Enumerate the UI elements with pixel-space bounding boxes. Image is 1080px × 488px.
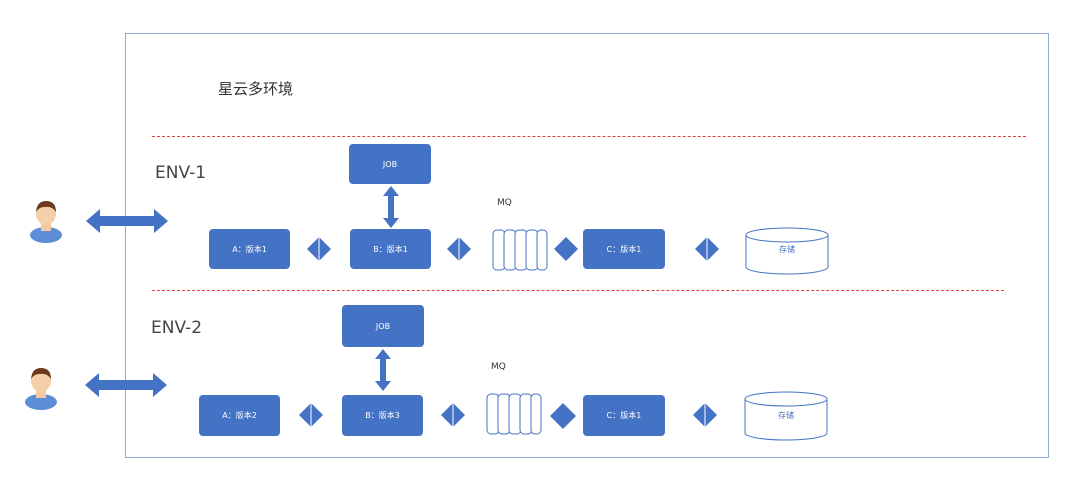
- user-icon: [25, 368, 57, 410]
- queue-icon: [492, 229, 548, 271]
- env-1-label: ENV-1: [155, 163, 207, 183]
- job-box: JOB: [342, 305, 424, 347]
- user-icon: [30, 201, 62, 243]
- diamond-connector-icon: [695, 237, 719, 261]
- diamond-connector-icon: [693, 403, 717, 427]
- vertical-double-arrow-icon: [375, 349, 391, 391]
- vertical-double-arrow-icon: [383, 186, 399, 228]
- environment-frame: [125, 33, 1049, 458]
- service-c-box: C：版本1: [583, 229, 665, 269]
- separator-env-2: [152, 290, 1004, 291]
- service-a-box: A：版本2: [199, 395, 280, 436]
- separator-env-1: [152, 136, 1026, 137]
- diagram-title: 星云多环境: [218, 80, 294, 98]
- service-a-box: A：版本1: [209, 229, 290, 269]
- diamond-connector-icon: [299, 403, 323, 427]
- diamond-connector-icon: [307, 237, 331, 261]
- storage-label: 存储: [779, 245, 795, 254]
- env-2-label: ENV-2: [151, 318, 203, 338]
- cylinder-icon: [745, 227, 829, 275]
- mq-label: MQ: [497, 198, 512, 208]
- service-c-box: C：版本1: [583, 395, 665, 436]
- job-box: JOB: [349, 144, 431, 184]
- double-arrow-icon: [86, 209, 168, 233]
- diamond-connector-icon: [447, 237, 471, 261]
- mq-label: MQ: [491, 362, 506, 372]
- diamond-connector-icon: [554, 237, 578, 261]
- double-arrow-icon: [85, 373, 167, 397]
- queue-icon: [486, 393, 542, 435]
- cylinder-icon: [744, 391, 828, 441]
- service-b-box: B：版本1: [350, 229, 431, 269]
- diamond-connector-icon: [441, 403, 465, 427]
- diamond-connector-icon: [550, 403, 576, 429]
- storage-label: 存储: [778, 411, 794, 420]
- service-b-box: B：版本3: [342, 395, 423, 436]
